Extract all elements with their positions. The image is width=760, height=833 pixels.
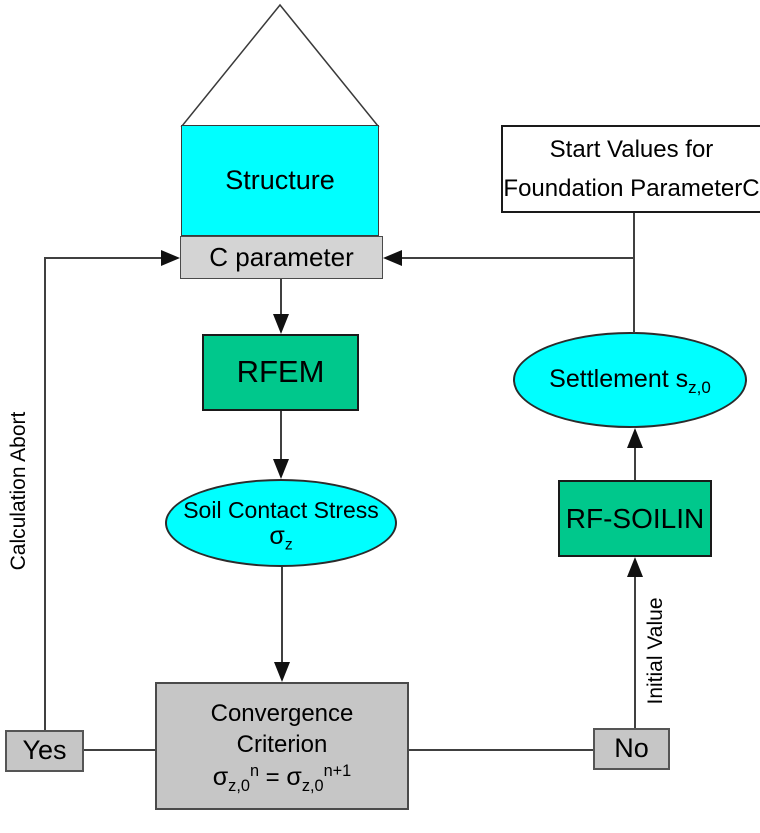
node-structure: Structure [181, 125, 379, 236]
rf-soilin-label: RF-SOILIN [565, 503, 705, 534]
c-parameter-label: C parameter [209, 242, 354, 273]
rfem-label: RFEM [236, 354, 325, 390]
arrowhead-into-soil [273, 459, 289, 479]
node-rfem: RFEM [202, 334, 359, 411]
convergence-line1: Convergence [210, 699, 354, 727]
arrowhead-into-rfem [273, 314, 289, 334]
arrowhead-into-rfsoilin [627, 557, 643, 577]
structure-label: Structure [225, 164, 335, 195]
node-soil-contact-stress: Soil Contact Stress σz [165, 479, 397, 567]
no-label: No [614, 733, 649, 764]
arrowhead-into-cparam-left [161, 250, 180, 266]
edge-label-calculation-abort: Calculation Abort [7, 411, 30, 571]
node-no: No [593, 728, 670, 770]
arrowhead-into-cparam-right [383, 250, 402, 266]
node-c-parameter: C parameter [180, 236, 383, 279]
node-convergence-criterion: Convergence Criterion σz,0n = σz,0n+1 [155, 682, 409, 810]
start-values-line1: Start Values for [549, 136, 714, 163]
edge-abort-loop [44, 257, 162, 730]
convergence-line2: Criterion [236, 730, 328, 758]
soil-stress-symbol: σz [269, 522, 293, 554]
convergence-formula: σz,0n = σz,0n+1 [212, 761, 352, 795]
yes-label: Yes [22, 735, 67, 766]
node-start-values: Start Values for Foundation ParameterC [501, 125, 760, 213]
start-values-line2: Foundation ParameterC [503, 175, 760, 202]
node-rf-soilin: RF-SOILIN [558, 480, 712, 557]
arrowhead-into-settlement [627, 428, 643, 448]
soil-stress-line1: Soil Contact Stress [183, 497, 379, 523]
edge-label-initial-value: Initial Value [644, 597, 667, 705]
roof-shape [180, 3, 380, 127]
node-yes: Yes [5, 730, 84, 772]
arrowhead-into-convergence [274, 662, 290, 682]
settlement-label: Settlement sz,0 [549, 365, 711, 398]
node-settlement: Settlement sz,0 [513, 332, 747, 428]
